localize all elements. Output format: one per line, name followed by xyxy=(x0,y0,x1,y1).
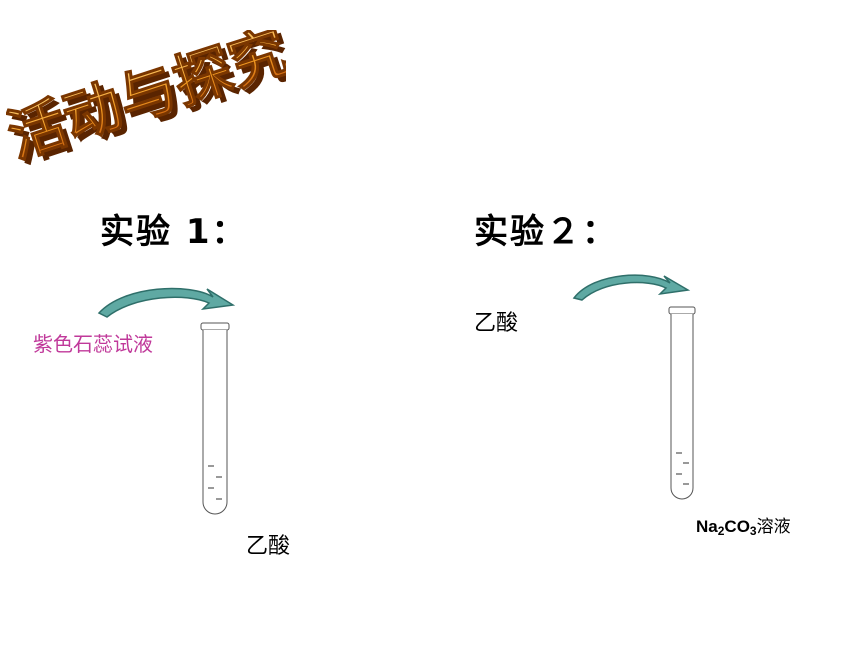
formula-na: Na xyxy=(696,517,718,536)
title-wordart: 活动与探究 活动与探究 xyxy=(6,30,286,176)
formula-sub-2: 2 xyxy=(717,524,725,538)
solution-suffix: 溶液 xyxy=(756,517,791,537)
liquid-label-sodium-carbonate: Na2CO3溶液 xyxy=(696,512,791,538)
experiment-2-heading: 实验２： xyxy=(474,212,618,252)
reagent-label-litmus: 紫色石蕊试液 xyxy=(33,332,153,356)
reagent-label-acetic-acid: 乙酸 xyxy=(474,311,519,336)
liquid-label-acetic-acid: 乙酸 xyxy=(246,534,291,559)
test-tube-icon xyxy=(668,306,696,500)
formula-co: CO xyxy=(724,517,750,536)
curved-arrow-icon xyxy=(572,274,691,301)
test-tube-icon xyxy=(200,322,230,515)
formula-sub-3: 3 xyxy=(749,524,757,538)
curved-arrow-icon xyxy=(97,287,236,318)
experiment-1-heading: 实验 1： xyxy=(100,212,248,252)
